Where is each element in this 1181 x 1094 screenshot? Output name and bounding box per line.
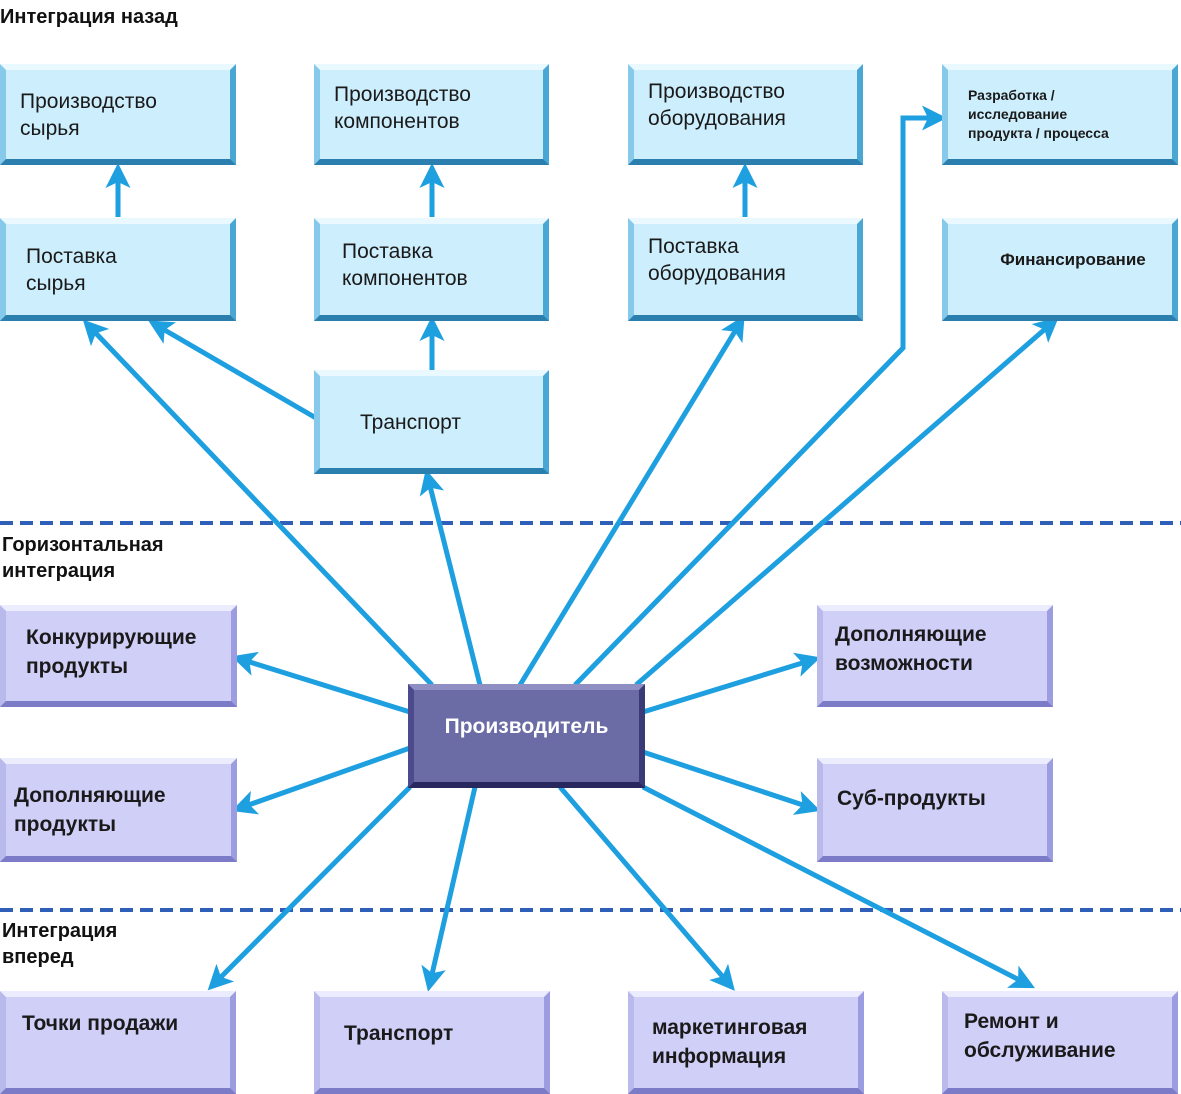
box-component-production-line2: компонентов — [334, 109, 460, 133]
box-equipment-supply-line1: Поставка — [648, 234, 739, 258]
arrow-producer-to-sub-products — [642, 749, 821, 815]
box-rnd-line2: исследование — [968, 106, 1068, 122]
box-complementary-capabilities: Дополняющие возможности — [817, 605, 1053, 707]
box-repair-service-line1: Ремонт и — [964, 1009, 1059, 1033]
box-equipment-production-line1: Производство — [648, 79, 785, 103]
box-component-supply-line1: Поставка — [342, 239, 433, 263]
box-marketing-info-line1: маркетинговая — [652, 1015, 808, 1039]
box-backward-transport: Транспорт — [314, 370, 549, 474]
arrow-producer-to-equipment-supply — [517, 315, 745, 687]
box-equipment-production: Производство оборудования — [628, 64, 863, 165]
arrow-producer-to-forward-transport — [421, 786, 478, 992]
arrow-transport-to-raw-supply — [148, 320, 318, 421]
section-label-forward-line1: Интеграция — [2, 920, 118, 942]
box-sub-products-label: Суб-продукты — [837, 786, 986, 810]
arrow-producer-to-rnd — [573, 105, 947, 687]
box-marketing-info: маркетинговая информация — [628, 991, 864, 1094]
box-complementary-capabilities-line2: возможности — [835, 652, 973, 675]
section-label-horizontal-line2: интеграция — [2, 560, 116, 582]
box-financing-label: Финансирование — [1000, 250, 1146, 269]
box-component-production-line1: Производство — [334, 82, 471, 106]
box-financing: Финансирование — [942, 218, 1178, 321]
arrow-producer-to-financing — [634, 317, 1059, 687]
section-label-forward: Интеграция вперед — [2, 918, 117, 970]
box-backward-transport-label: Транспорт — [360, 410, 461, 434]
arrow-producer-to-competing-products — [231, 651, 411, 715]
box-repair-service: Ремонт и обслуживание — [942, 991, 1178, 1094]
box-rnd-line1: Разработка / — [968, 87, 1055, 103]
section-label-horizontal: Горизонтальная интеграция — [2, 532, 164, 584]
box-complementary-products-line2: продукты — [14, 813, 117, 836]
box-marketing-info-line2: информация — [652, 1044, 787, 1068]
arrow-producer-to-complementary-products — [231, 745, 411, 815]
box-points-of-sale-label: Точки продажи — [22, 1012, 179, 1035]
box-producer-label: Производитель — [444, 715, 609, 738]
box-forward-transport: Транспорт — [314, 991, 550, 1094]
arrow-producer-to-repair-service — [641, 784, 1036, 989]
box-competing-products: Конкурирующие продукты — [0, 605, 237, 707]
box-sub-products: Суб-продукты — [817, 758, 1053, 862]
section-label-backward: Интеграция назад — [0, 6, 178, 28]
box-raw-production: Производство сырья — [0, 64, 236, 165]
box-competing-products-line1: Конкурирующие — [26, 626, 197, 649]
box-raw-supply-line2: сырья — [26, 271, 86, 295]
arrow-producer-to-marketing-info — [558, 785, 735, 991]
box-rnd-line3: продукта / процесса — [968, 125, 1109, 141]
box-equipment-supply: Поставка оборудования — [628, 218, 863, 321]
arrow-producer-to-points-of-sale — [207, 785, 412, 991]
box-repair-service-line2: обслуживание — [964, 1038, 1116, 1062]
box-component-production: Производство компонентов — [314, 64, 549, 165]
box-rnd: Разработка / исследование продукта / про… — [942, 64, 1178, 165]
arrow-producer-to-complementary-capabilities — [642, 652, 821, 715]
box-competing-products-line2: продукты — [26, 655, 129, 678]
arrow-producer-to-raw-supply — [82, 319, 434, 687]
box-raw-supply-line1: Поставка — [26, 244, 117, 268]
section-label-forward-line2: вперед — [2, 946, 74, 968]
arrow-producer-to-transport — [419, 469, 483, 686]
box-component-supply: Поставка компонентов — [314, 218, 549, 321]
box-equipment-supply-line2: оборудования — [648, 261, 786, 285]
box-raw-production-line1: Производство — [20, 89, 157, 113]
box-equipment-production-line2: оборудования — [648, 106, 786, 130]
box-points-of-sale: Точки продажи — [0, 991, 236, 1094]
box-raw-supply: Поставка сырья — [0, 218, 236, 321]
box-complementary-products-line1: Дополняющие — [14, 784, 166, 807]
box-component-supply-line2: компонентов — [342, 266, 468, 290]
box-raw-production-line2: сырья — [20, 116, 80, 140]
box-complementary-products: Дополняющие продукты — [0, 758, 237, 862]
box-forward-transport-label: Транспорт — [344, 1022, 454, 1045]
box-complementary-capabilities-line1: Дополняющие — [835, 623, 987, 646]
section-label-horizontal-line1: Горизонтальная — [2, 534, 164, 556]
box-producer: Производитель — [408, 684, 645, 788]
